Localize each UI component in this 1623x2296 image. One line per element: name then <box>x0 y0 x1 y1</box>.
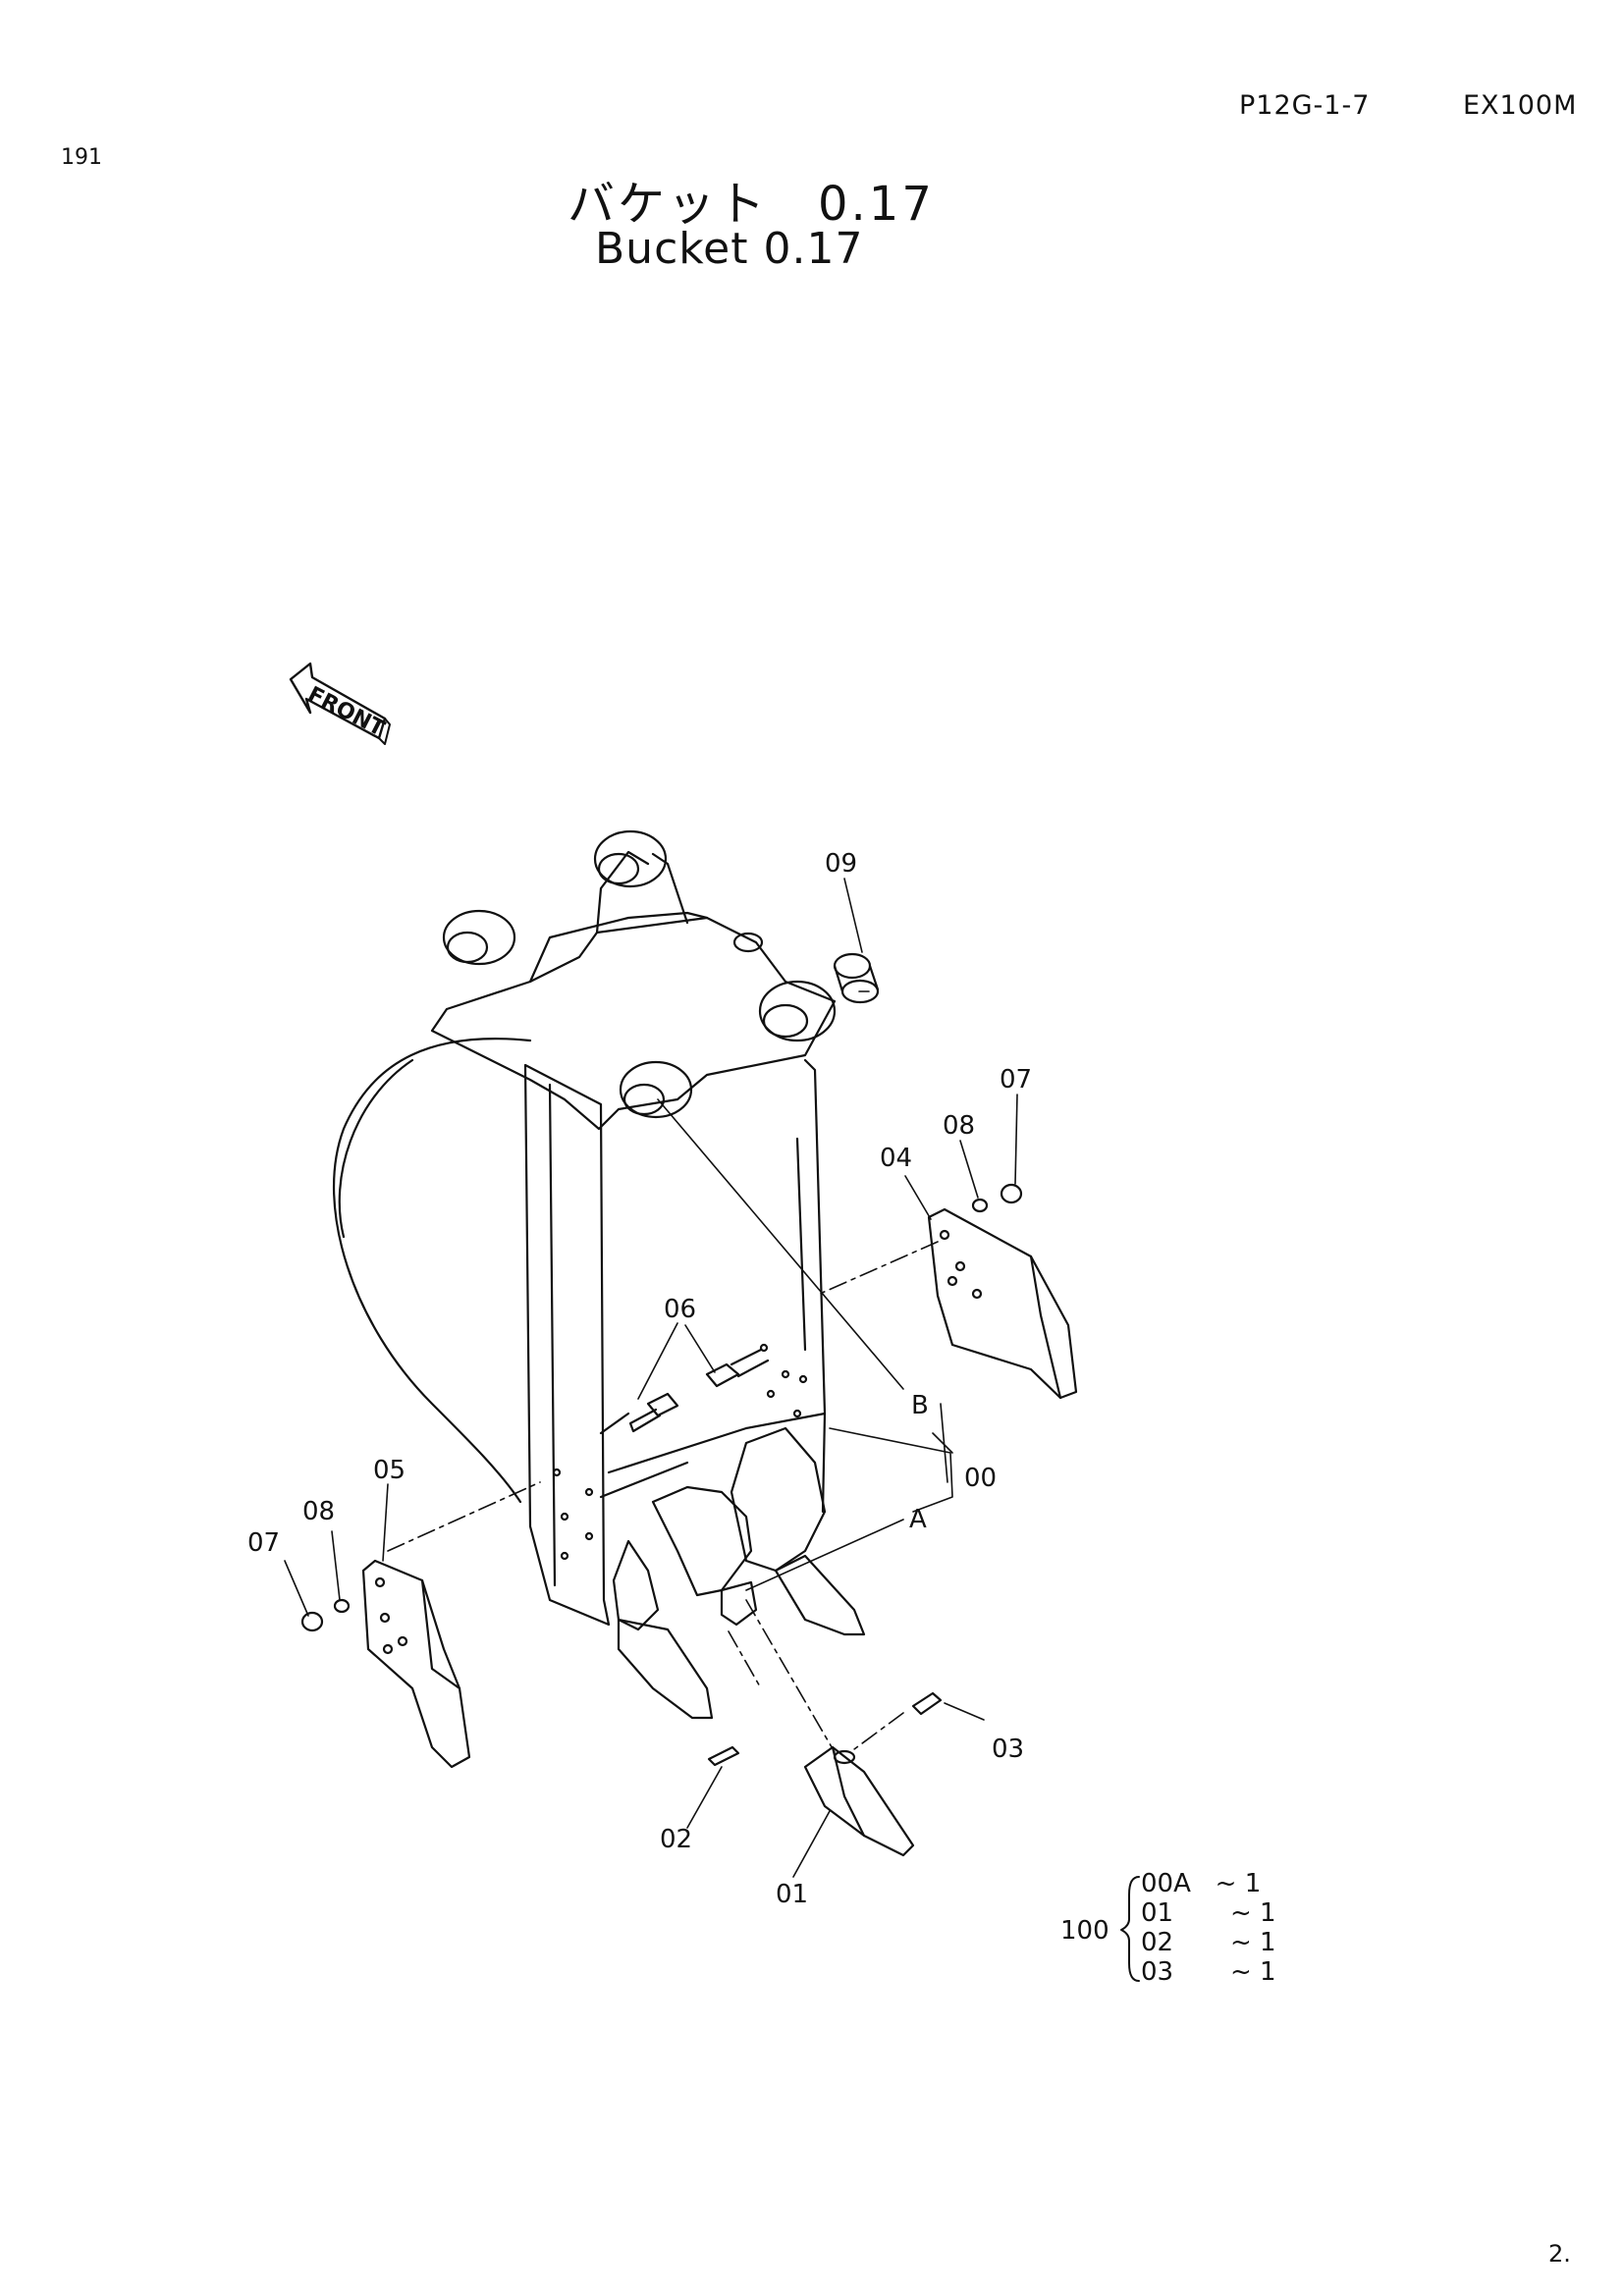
callout-A: A <box>909 1505 927 1534</box>
sheet-number: 191 <box>61 145 102 170</box>
bushing-part <box>833 952 880 1004</box>
assembly-row: 02 ~ 1 <box>1141 1928 1276 1957</box>
bolts <box>628 1343 770 1433</box>
callout-08-left: 08 <box>302 1497 335 1526</box>
assembly-number: 100 <box>1060 1916 1109 1946</box>
callout-02: 02 <box>660 1825 692 1854</box>
assembly-part: 01 <box>1141 1898 1174 1928</box>
tooth-pin <box>911 1691 943 1716</box>
title-english: Bucket 0.17 <box>595 224 864 274</box>
assembly-qty: ~ 1 <box>1229 1957 1276 1987</box>
bucket-body <box>332 829 866 1720</box>
callout-B: B <box>911 1391 929 1420</box>
assembly-qty: ~ 1 <box>1215 1869 1262 1898</box>
washer-left <box>333 1598 351 1614</box>
assembly-qty: ~ 1 <box>1229 1928 1276 1957</box>
right-side-cutter <box>927 1207 1078 1400</box>
assembly-qty: ~ 1 <box>1229 1898 1276 1928</box>
washer-right <box>971 1198 989 1213</box>
callout-07-left: 07 <box>247 1528 280 1558</box>
leader-lines <box>284 878 1018 1878</box>
model-number: EX100M <box>1463 90 1578 121</box>
tooth-lock <box>707 1745 740 1767</box>
page-number: 2. <box>1548 2240 1571 2268</box>
callout-00: 00 <box>964 1464 997 1493</box>
left-side-cutter <box>361 1559 471 1769</box>
assembly-part: 02 <box>1141 1928 1174 1957</box>
title-japanese: バケット 0.17 <box>568 177 935 232</box>
assembly-row: 03 ~ 1 <box>1141 1957 1276 1987</box>
page-reference: P12G-1-7 <box>1239 90 1371 121</box>
front-arrow-icon: FRONT <box>289 662 391 745</box>
callout-03: 03 <box>992 1735 1024 1764</box>
assembly-lines <box>387 990 939 1753</box>
callout-09: 09 <box>825 849 857 879</box>
callout-04: 04 <box>880 1144 912 1173</box>
tooth-point <box>803 1745 915 1857</box>
assembly-brace-icon <box>1120 1876 1140 1982</box>
callout-07-right: 07 <box>1000 1065 1032 1095</box>
callout-08-right: 08 <box>943 1111 975 1141</box>
callout-05: 05 <box>373 1456 406 1485</box>
assembly-part: 03 <box>1141 1957 1174 1987</box>
assembly-row: 01 ~ 1 <box>1141 1898 1276 1928</box>
assembly-list: 00A ~ 1 01 ~ 1 02 ~ 1 03 ~ 1 <box>1141 1869 1276 1987</box>
assembly-part: 00A <box>1141 1869 1191 1898</box>
nut-left <box>300 1611 324 1632</box>
callout-01: 01 <box>776 1880 808 1909</box>
nut-right <box>1000 1183 1023 1204</box>
assembly-row: 00A ~ 1 <box>1141 1869 1276 1898</box>
callout-06: 06 <box>664 1295 696 1324</box>
